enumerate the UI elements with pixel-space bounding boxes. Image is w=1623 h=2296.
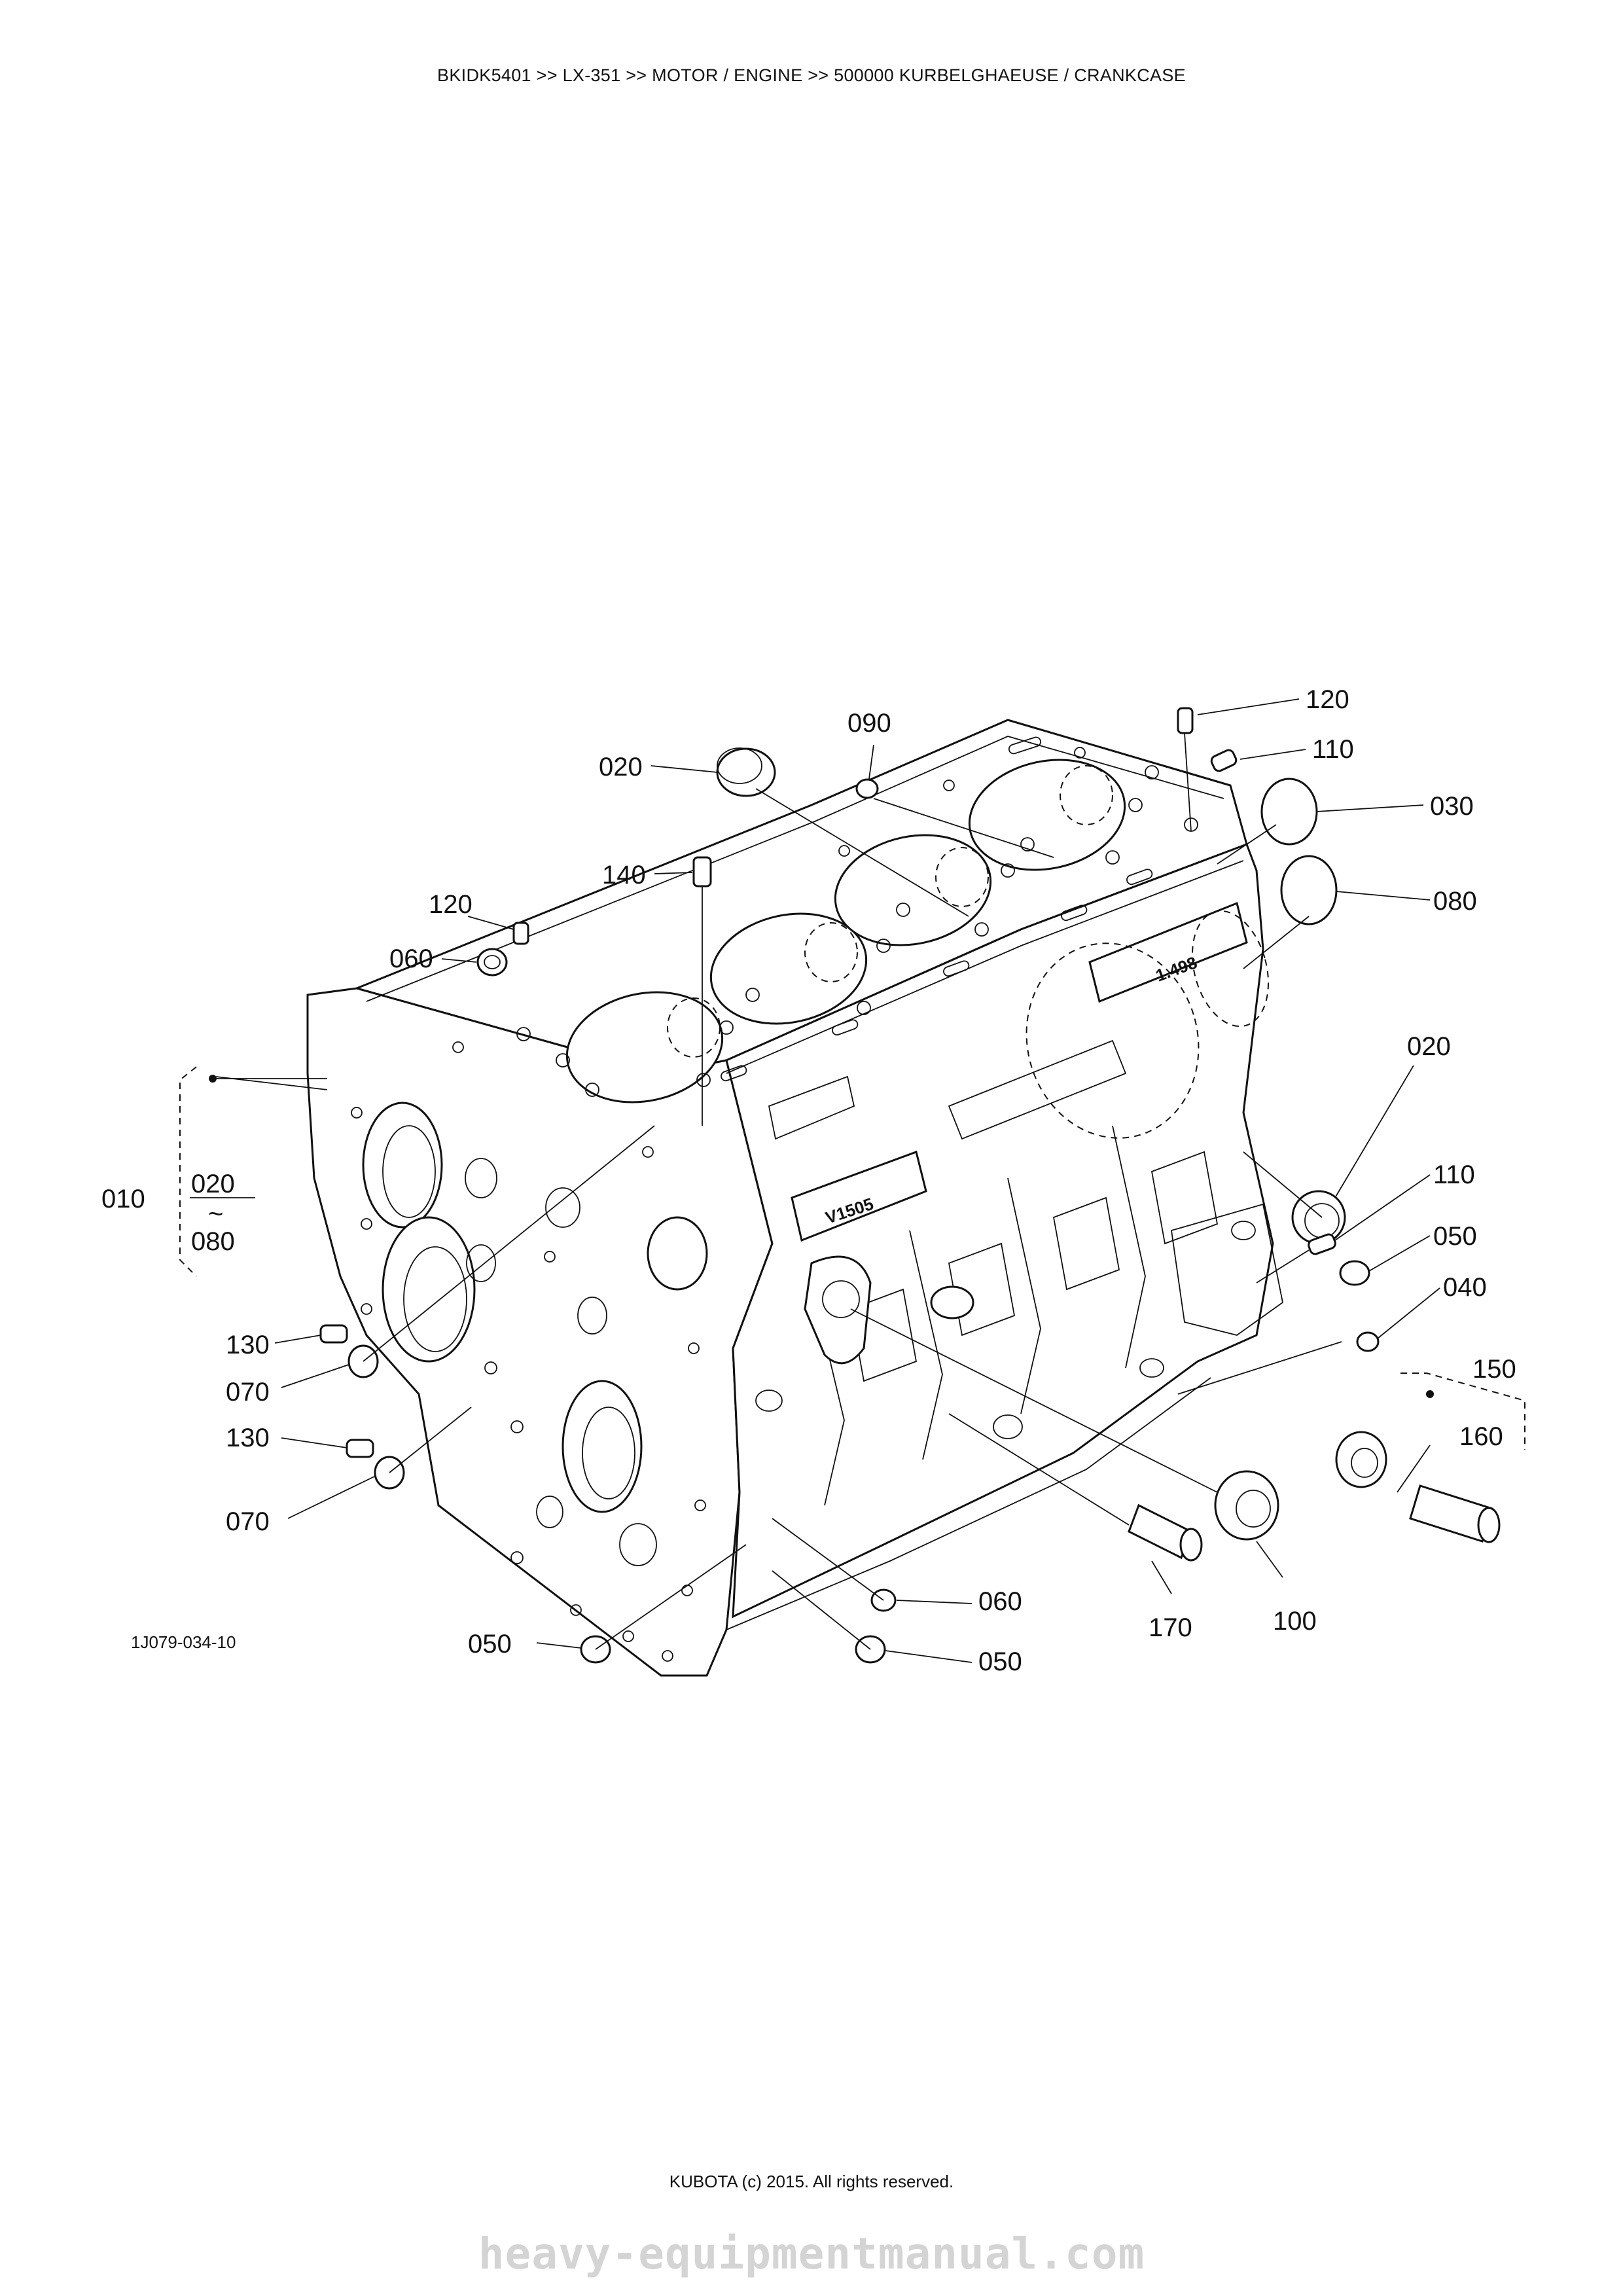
callout-050-right: 050 [1433,1222,1477,1251]
callout-030: 030 [1430,792,1474,821]
callout-070-b: 070 [226,1507,270,1536]
callout-120-top: 120 [1306,685,1349,714]
callout-020-right: 020 [1407,1032,1451,1061]
callout-130-a: 130 [226,1331,270,1359]
callout-labels: 120 110 090 020 030 080 140 120 060 020 … [101,685,1516,1676]
copyright-footer: KUBOTA (c) 2015. All rights reserved. [669,2172,954,2191]
callout-060-top: 060 [389,944,433,973]
callout-060-bottom: 060 [978,1587,1022,1616]
group-bracket-010 [179,1066,327,1277]
callout-110-mid: 110 [1433,1160,1475,1189]
callout-150: 150 [1472,1355,1516,1384]
callout-050-bottom-right: 050 [978,1647,1022,1676]
callout-020-group: 020 [191,1170,235,1198]
crankcase-block: V1505 1.498 [306,719,1283,1677]
page-header-breadcrumb: BKIDK5401 >> LX-351 >> MOTOR / ENGINE >>… [437,65,1186,85]
figure-reference: 1J079-034-10 [131,1632,236,1652]
callout-120-left: 120 [429,890,473,919]
callout-080-right: 080 [1433,887,1477,916]
group-bracket-150 [1400,1372,1525,1450]
callout-080-group: 080 [191,1227,235,1256]
callout-130-b: 130 [226,1424,270,1452]
site-watermark: heavy-equipmentmanual.com [478,2229,1145,2279]
callout-170: 170 [1149,1613,1192,1642]
callout-050-bottom-left: 050 [468,1630,512,1659]
callout-140: 140 [602,861,646,889]
callout-100: 100 [1273,1607,1317,1636]
callout-090: 090 [847,709,891,738]
callout-160: 160 [1459,1422,1503,1451]
callout-range-tilde: ~ [208,1200,223,1229]
callout-020-top: 020 [599,753,643,781]
loose-parts [319,707,1501,1664]
callout-040: 040 [1443,1273,1487,1302]
callout-010: 010 [101,1185,145,1213]
callout-110-top: 110 [1312,735,1354,764]
callout-070-a: 070 [226,1378,270,1407]
